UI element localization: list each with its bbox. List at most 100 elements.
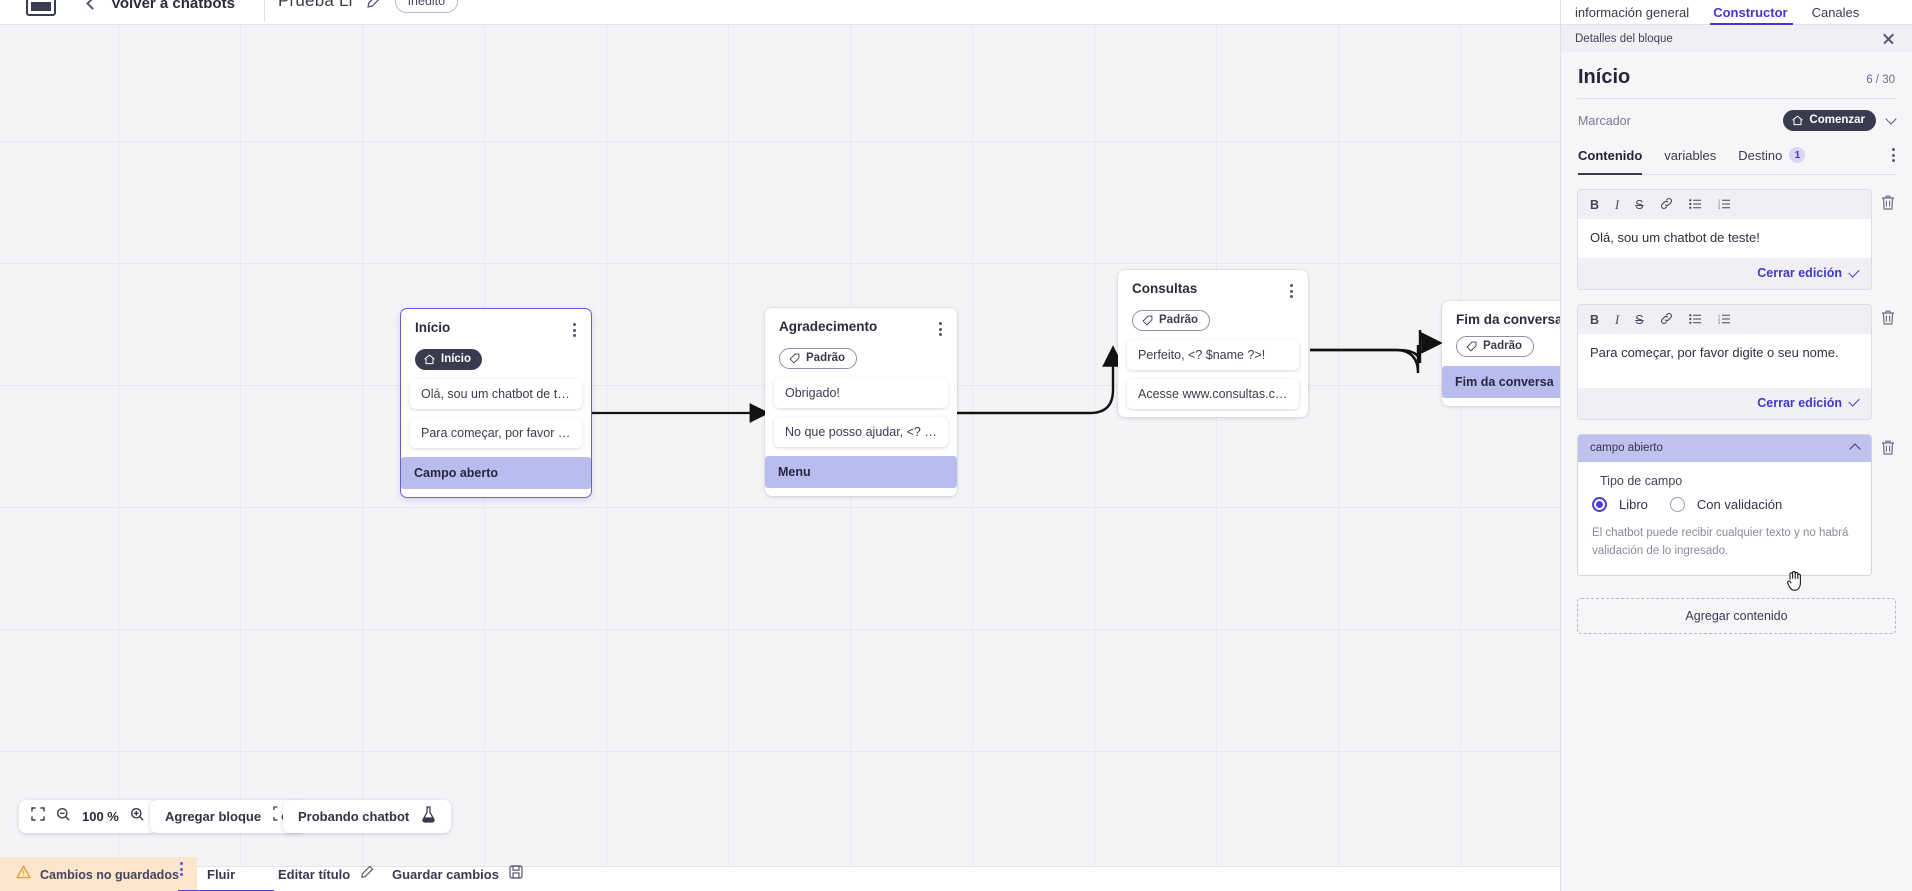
node-menu-icon[interactable] — [937, 319, 944, 339]
italic-icon[interactable]: I — [1615, 312, 1620, 327]
close-edit-button-2[interactable]: Cerrar edición — [1757, 395, 1860, 410]
back-to-chatbots-button[interactable]: Volver a chatbots — [86, 0, 235, 18]
trash-icon[interactable] — [1880, 439, 1896, 461]
marker-row: Marcador Comenzar — [1577, 99, 1897, 143]
test-chatbot-label: Probando chatbot — [298, 809, 410, 824]
pencil-icon[interactable] — [366, 0, 382, 9]
close-edit-label: Cerrar edición — [1757, 266, 1842, 281]
node-message[interactable]: Olá, sou um chatbot de teste! — [410, 379, 582, 409]
flow-node-inicio[interactable]: Início Início Olá, sou um chatbot de tes… — [400, 308, 592, 498]
trash-icon[interactable] — [1880, 309, 1896, 331]
close-edit-button-1[interactable]: Cerrar edición — [1757, 266, 1860, 281]
bold-icon[interactable]: B — [1590, 197, 1600, 212]
home-icon — [1792, 115, 1803, 125]
message-text-2[interactable]: Para começar, por favor digite o seu nom… — [1578, 333, 1871, 388]
marker-value-badge[interactable]: Comenzar — [1783, 110, 1876, 131]
message-text-1[interactable]: Olá, sou um chatbot de teste! — [1578, 218, 1871, 259]
tab-canales[interactable]: Canales — [1811, 4, 1860, 20]
node-menu-icon[interactable] — [571, 320, 578, 340]
node-message[interactable]: Perfeito, <? $name ?>! — [1127, 340, 1299, 370]
node-block-item[interactable]: Menu — [765, 456, 957, 488]
edit-title-button[interactable]: Editar título — [278, 859, 374, 889]
home-icon — [424, 354, 435, 364]
close-icon[interactable] — [1882, 32, 1895, 45]
fit-screen-icon[interactable] — [31, 807, 45, 826]
chevron-up-icon[interactable] — [1849, 443, 1861, 456]
tab-destino[interactable]: Destino 1 — [1738, 147, 1806, 170]
bullet-list-icon[interactable] — [1688, 198, 1702, 213]
save-disk-icon — [509, 864, 523, 884]
tab-contenido-underline — [1578, 173, 1642, 175]
bottom-kebab-menu-icon[interactable] — [180, 862, 183, 876]
close-edit-label: Cerrar edición — [1757, 395, 1842, 410]
panel-top-tabs: información general Constructor Canales — [1561, 0, 1912, 25]
top-bar: Volver a chatbots Prueba Li Inédito — [0, 0, 1560, 25]
node-title: Fim da conversa — [1456, 312, 1560, 327]
check-icon — [1848, 395, 1860, 408]
app-logo-icon[interactable] — [26, 0, 56, 16]
link-icon[interactable] — [1660, 312, 1673, 328]
radio-con-validacion[interactable] — [1669, 496, 1685, 512]
edge-consultas-fim — [1310, 329, 1443, 364]
open-field-header[interactable]: campo abierto — [1578, 434, 1871, 462]
node-message[interactable]: Obrigado! — [774, 378, 948, 408]
strikethrough-icon[interactable]: S — [1635, 197, 1644, 212]
node-title: Início — [415, 320, 451, 335]
tab-fluir[interactable]: Fluir — [207, 859, 235, 889]
node-message[interactable]: No que posso ajudar, <? $name ... — [774, 417, 948, 447]
warning-icon — [16, 865, 31, 884]
pencil-icon — [360, 865, 374, 884]
flask-icon — [421, 805, 436, 828]
svg-text:3: 3 — [1718, 321, 1720, 325]
back-to-chatbots-label: Volver a chatbots — [111, 0, 235, 12]
italic-icon[interactable]: I — [1615, 197, 1620, 212]
status-badge: Inédito — [394, 0, 459, 13]
trash-icon[interactable] — [1880, 194, 1896, 216]
zoom-in-icon[interactable] — [130, 807, 145, 827]
zoom-out-icon[interactable] — [56, 807, 71, 827]
node-block-item[interactable]: Campo aberto — [401, 457, 591, 489]
node-badge-start: Início — [415, 349, 483, 370]
chevron-left-icon — [86, 0, 99, 10]
tag-icon — [1466, 341, 1477, 352]
edge-agradecimento-consultas — [957, 345, 1124, 415]
flow-node-agradecimento[interactable]: Agradecimento Padrão Obrigado! No que po… — [765, 308, 957, 496]
add-content-button[interactable]: Agregar contenido — [1577, 598, 1896, 635]
radio-con-validacion-label: Con validación — [1696, 496, 1783, 512]
bullet-list-icon[interactable] — [1688, 313, 1702, 328]
tab-fluir-label: Fluir — [207, 866, 236, 882]
tab-constructor[interactable]: Constructor — [1713, 4, 1788, 20]
tab-informacion-general[interactable]: información general — [1575, 4, 1690, 20]
open-field-card: campo abierto Tipo de campo Libro Con va… — [1577, 433, 1896, 577]
tab-contenido[interactable]: Contenido — [1578, 147, 1643, 163]
flow-canvas[interactable]: Início Início Olá, sou um chatbot de tes… — [0, 25, 1560, 866]
node-message[interactable]: Acesse www.consultas.com par... — [1127, 379, 1299, 409]
block-count: 6 / 30 — [1866, 74, 1895, 86]
bottom-bar: Cambios no guardados Fluir Editar título… — [0, 857, 1560, 891]
tab-destino-label: Destino — [1738, 147, 1783, 163]
edit-title-label: Editar título — [278, 866, 351, 882]
node-badge-label: Padrão — [1159, 314, 1198, 326]
content-tabs-kebab-icon[interactable] — [1892, 148, 1895, 169]
node-block-item[interactable]: Fim da conversa — [1442, 366, 1560, 398]
bold-icon[interactable]: B — [1590, 312, 1600, 327]
link-icon[interactable] — [1660, 197, 1673, 213]
chatbot-name: Prueba Li — [278, 0, 353, 10]
save-changes-button[interactable]: Guardar cambios — [392, 859, 523, 889]
test-chatbot-button[interactable]: Probando chatbot — [283, 800, 452, 833]
flow-node-fim-da-conversa[interactable]: Fim da conversa Padrão Fim da conversa — [1442, 301, 1560, 406]
node-message[interactable]: Para começar, por favor digite o ... — [410, 418, 582, 448]
tab-fluir-underline — [178, 889, 274, 891]
flow-node-consultas[interactable]: Consultas Padrão Perfeito, <? $name ?>! … — [1118, 270, 1308, 417]
radio-libro[interactable] — [1592, 496, 1607, 512]
node-menu-icon[interactable] — [1288, 281, 1295, 301]
add-block-button[interactable]: Agregar bloque — [150, 800, 306, 833]
strikethrough-icon[interactable]: S — [1635, 312, 1644, 327]
chevron-down-icon[interactable] — [1885, 113, 1897, 125]
open-field-help-text: El chatbot puede recibir cualquier texto… — [1592, 526, 1849, 557]
zoom-level: 100 % — [82, 809, 119, 824]
tab-variables[interactable]: variables — [1664, 147, 1717, 163]
